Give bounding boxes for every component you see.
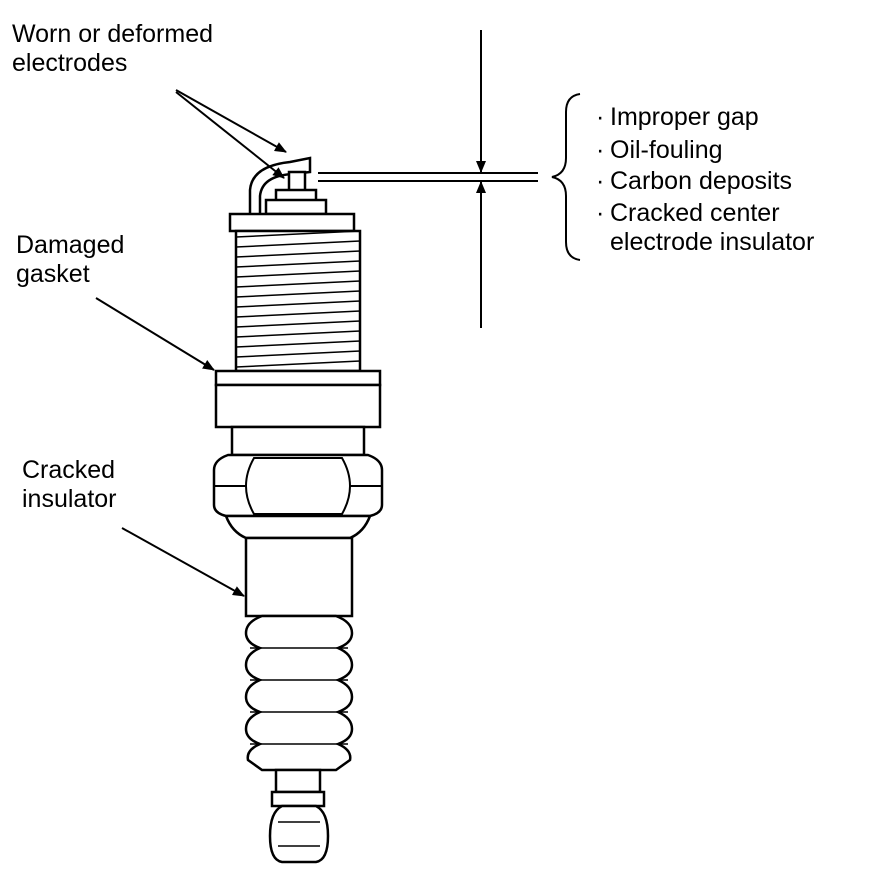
insulator-ribs (244, 614, 354, 772)
callout-gasket: Damaged gasket (16, 231, 124, 289)
callout-insulator-line2: insulator (22, 485, 117, 513)
callout-insulator: Cracked insulator (22, 456, 117, 514)
spark-plug (212, 156, 384, 864)
problem-item: ·Improper gap (596, 103, 759, 132)
curly-brace (551, 93, 581, 261)
problem-text: Improper gap (610, 103, 759, 131)
callout-gasket-line1: Damaged (16, 231, 125, 259)
hex-crimp (224, 514, 372, 540)
callout-electrodes-line2: electrodes (12, 49, 128, 77)
leader-lines (95, 89, 287, 597)
terminal-stem (274, 768, 322, 794)
bullet-dot: · (596, 167, 605, 195)
bullet-dot: · (596, 199, 605, 227)
leader-electrodes-1 (175, 89, 287, 153)
hex-face (244, 457, 352, 515)
leader-electrodes-2 (175, 91, 285, 179)
problem-text: Oil-fouling (610, 136, 723, 164)
callout-gasket-line2: gasket (16, 260, 90, 288)
shell-seat (214, 383, 382, 429)
gap-dimension (318, 30, 581, 328)
thread-collar (228, 212, 356, 233)
leader-insulator (121, 527, 245, 597)
bullet-dot: · (596, 103, 605, 131)
problem-item: ·Carbon deposits (596, 167, 792, 196)
problem-text: electrode insulator (610, 228, 815, 256)
terminal-nut (268, 804, 330, 864)
bullet-dot: · (596, 136, 605, 164)
problem-text: Cracked center (610, 199, 780, 227)
thread-lines (235, 230, 361, 368)
insulator-body (244, 536, 354, 618)
electrode-step (264, 198, 328, 216)
leader-gasket (95, 297, 215, 371)
callout-insulator-line1: Cracked (22, 456, 116, 484)
problem-item-continuation: electrode insulator (610, 228, 814, 257)
problem-text: Carbon deposits (610, 167, 793, 195)
terminal-collar (270, 790, 326, 808)
problem-item: ·Cracked center (596, 199, 780, 228)
problem-item: ·Oil-fouling (596, 136, 723, 165)
gasket (214, 369, 382, 387)
callout-electrodes-line1: Worn or deformed (12, 20, 214, 48)
callout-electrodes: Worn or deformed electrodes (12, 20, 213, 78)
shell-neck (230, 425, 366, 457)
